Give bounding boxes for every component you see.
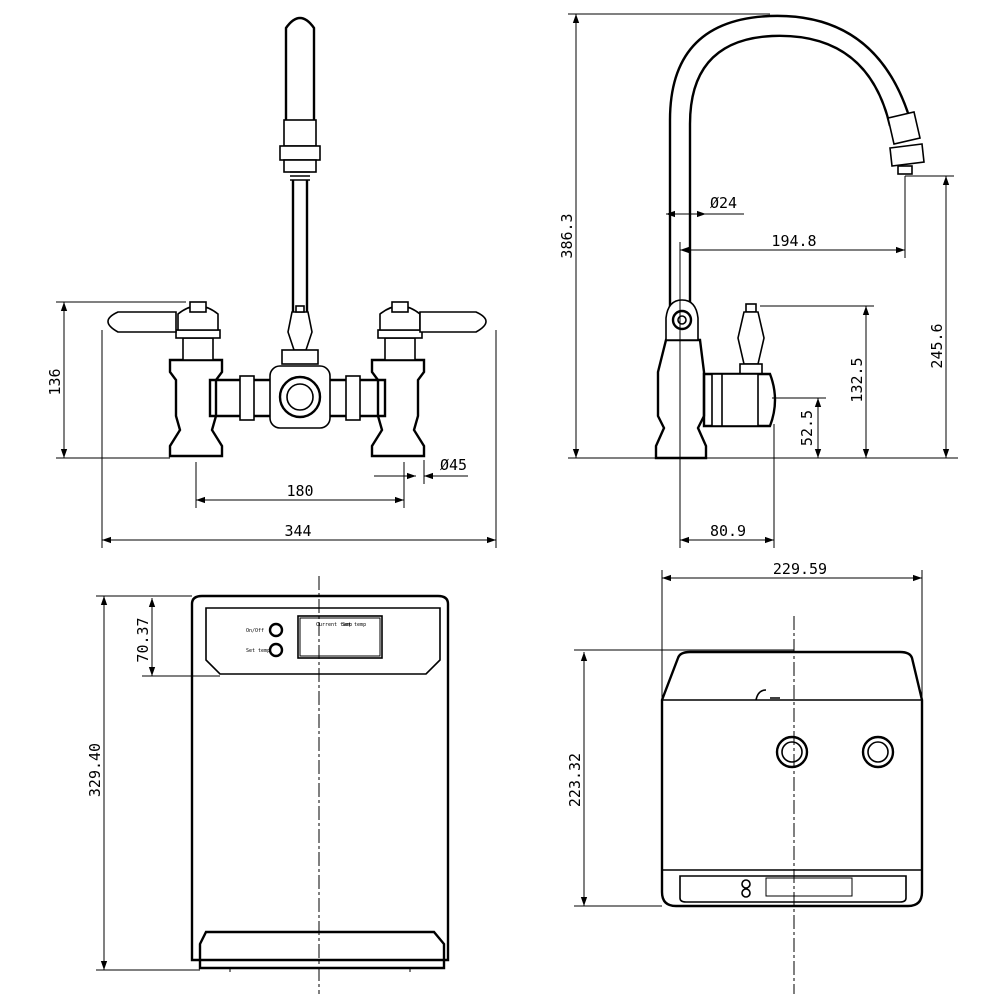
tank-side-view xyxy=(660,650,924,908)
side-dimension-lines xyxy=(568,13,958,548)
tap-front-view xyxy=(107,16,487,458)
front-width-label: 344 xyxy=(284,522,311,540)
tank-display-b-label: Set temp xyxy=(342,622,366,628)
side-depth-label: 80.9 xyxy=(710,522,746,540)
tank-front-view xyxy=(190,594,450,972)
front-centers-label: 180 xyxy=(286,482,313,500)
side-valve-height-label: 52.5 xyxy=(798,410,816,446)
front-dimension-lines xyxy=(56,301,497,548)
side-handle-height-label: 132.5 xyxy=(848,357,866,402)
tank-front-height-label: 329.40 xyxy=(86,743,104,797)
tank-panel-height-label: 70.37 xyxy=(134,617,152,662)
side-total-height-label: 386.3 xyxy=(558,213,576,258)
tap-side-view xyxy=(654,14,925,460)
tank-button-b-label: Set temp xyxy=(246,648,270,654)
tank-side-width-label: 229.59 xyxy=(773,560,827,578)
tank-display-a-label: Current temp xyxy=(316,622,352,628)
side-reach-label: 194.8 xyxy=(771,232,816,250)
front-height-label: 136 xyxy=(46,368,64,395)
tank-side-dimension-lines xyxy=(574,570,923,907)
side-diameter-label: Ø24 xyxy=(710,194,737,212)
side-spout-height-label: 245.6 xyxy=(928,323,946,368)
tank-side-height-label: 223.32 xyxy=(566,753,584,807)
front-diameter-label: Ø45 xyxy=(440,456,467,474)
tank-button-a-label: On/Off xyxy=(246,628,264,634)
tank-front-dimension-lines xyxy=(96,595,220,971)
